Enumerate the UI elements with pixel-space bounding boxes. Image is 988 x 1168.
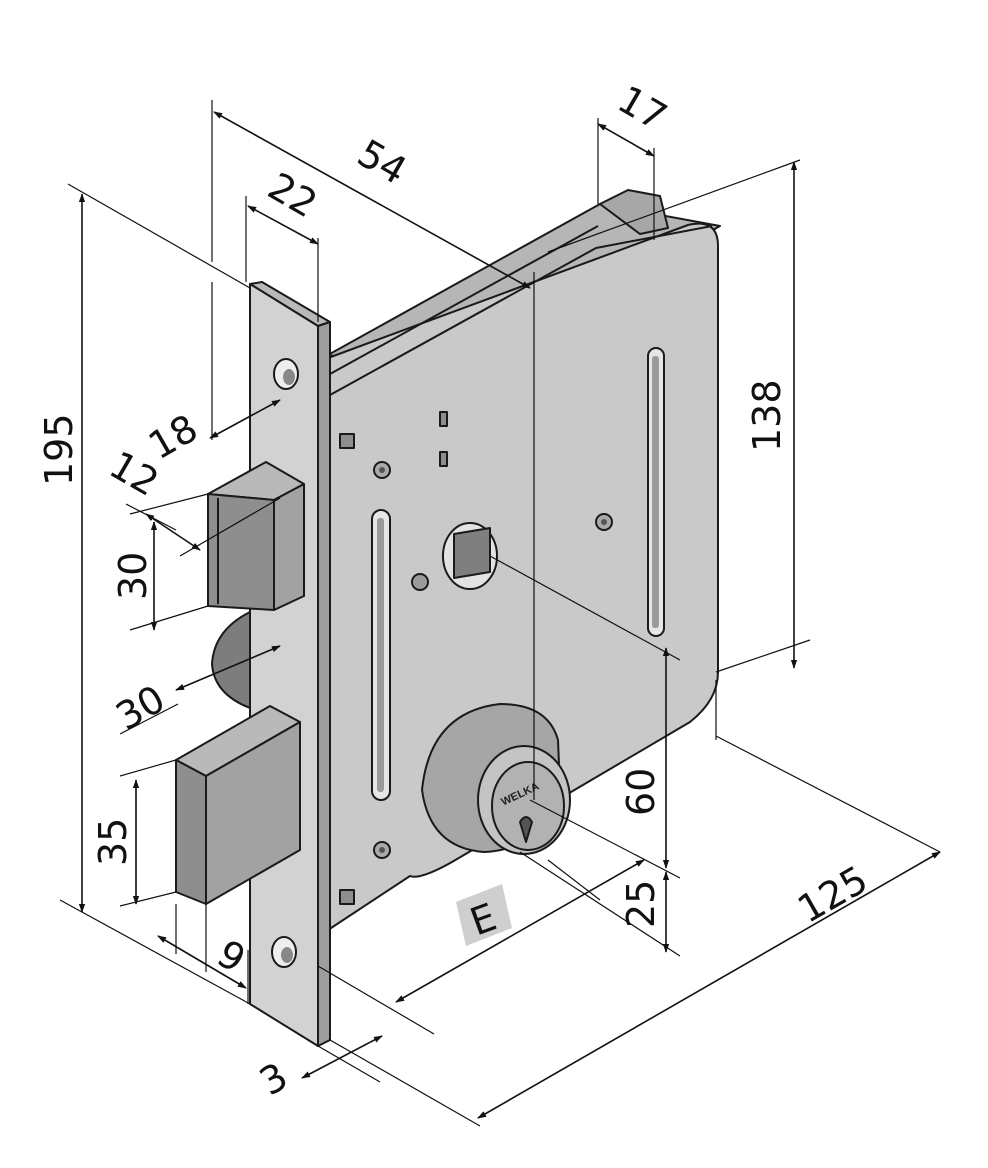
- screw-bottom: [373, 841, 391, 859]
- dimension-lines: [78, 111, 941, 1119]
- dim-line-18: [209, 399, 281, 439]
- lock-case: [327, 189, 721, 931]
- dim-25: 25: [619, 880, 663, 928]
- small-square-bottom: [339, 889, 355, 905]
- latch-bolt: [207, 461, 305, 611]
- dim-125: 125: [790, 857, 875, 931]
- screw-top: [373, 461, 391, 479]
- dim-35: 35: [91, 818, 135, 866]
- faceplate: [249, 281, 331, 1047]
- dim-line-54: [213, 111, 531, 289]
- small-square-top: [339, 433, 355, 449]
- small-rect-2: [439, 451, 448, 467]
- dim-line-e: [395, 859, 645, 1003]
- dim-22: 22: [261, 164, 325, 226]
- dim-54: 54: [350, 131, 414, 193]
- e-badge: E: [456, 884, 512, 946]
- dim-195: 195: [37, 413, 81, 486]
- dim-line-3: [301, 1035, 383, 1079]
- dim-line-125: [477, 851, 941, 1119]
- pin: [411, 573, 429, 591]
- dim-line-30-gap: [175, 645, 281, 691]
- small-rect-1: [439, 411, 448, 427]
- dim-138: 138: [745, 379, 789, 452]
- dim-line-22: [247, 205, 319, 245]
- dim-3: 3: [252, 1054, 295, 1104]
- plate-slot-left: [371, 509, 391, 801]
- follower-hole: [442, 522, 498, 590]
- dim-line-17: [597, 123, 655, 157]
- dead-bolt: [175, 705, 301, 905]
- dim-17: 17: [610, 77, 674, 139]
- dim-30-latch: 30: [111, 552, 155, 600]
- dim-60: 60: [619, 768, 663, 816]
- plate-slot-right: [647, 347, 665, 637]
- dim-30-gap: 30: [108, 677, 172, 739]
- dim-9: 9: [210, 931, 253, 981]
- screw-right: [595, 513, 613, 531]
- auxiliary-latch: [211, 611, 251, 709]
- lock-cylinder: WELKA: [421, 703, 571, 855]
- dim-line-9: [157, 935, 247, 989]
- dim-line-12: [145, 513, 201, 551]
